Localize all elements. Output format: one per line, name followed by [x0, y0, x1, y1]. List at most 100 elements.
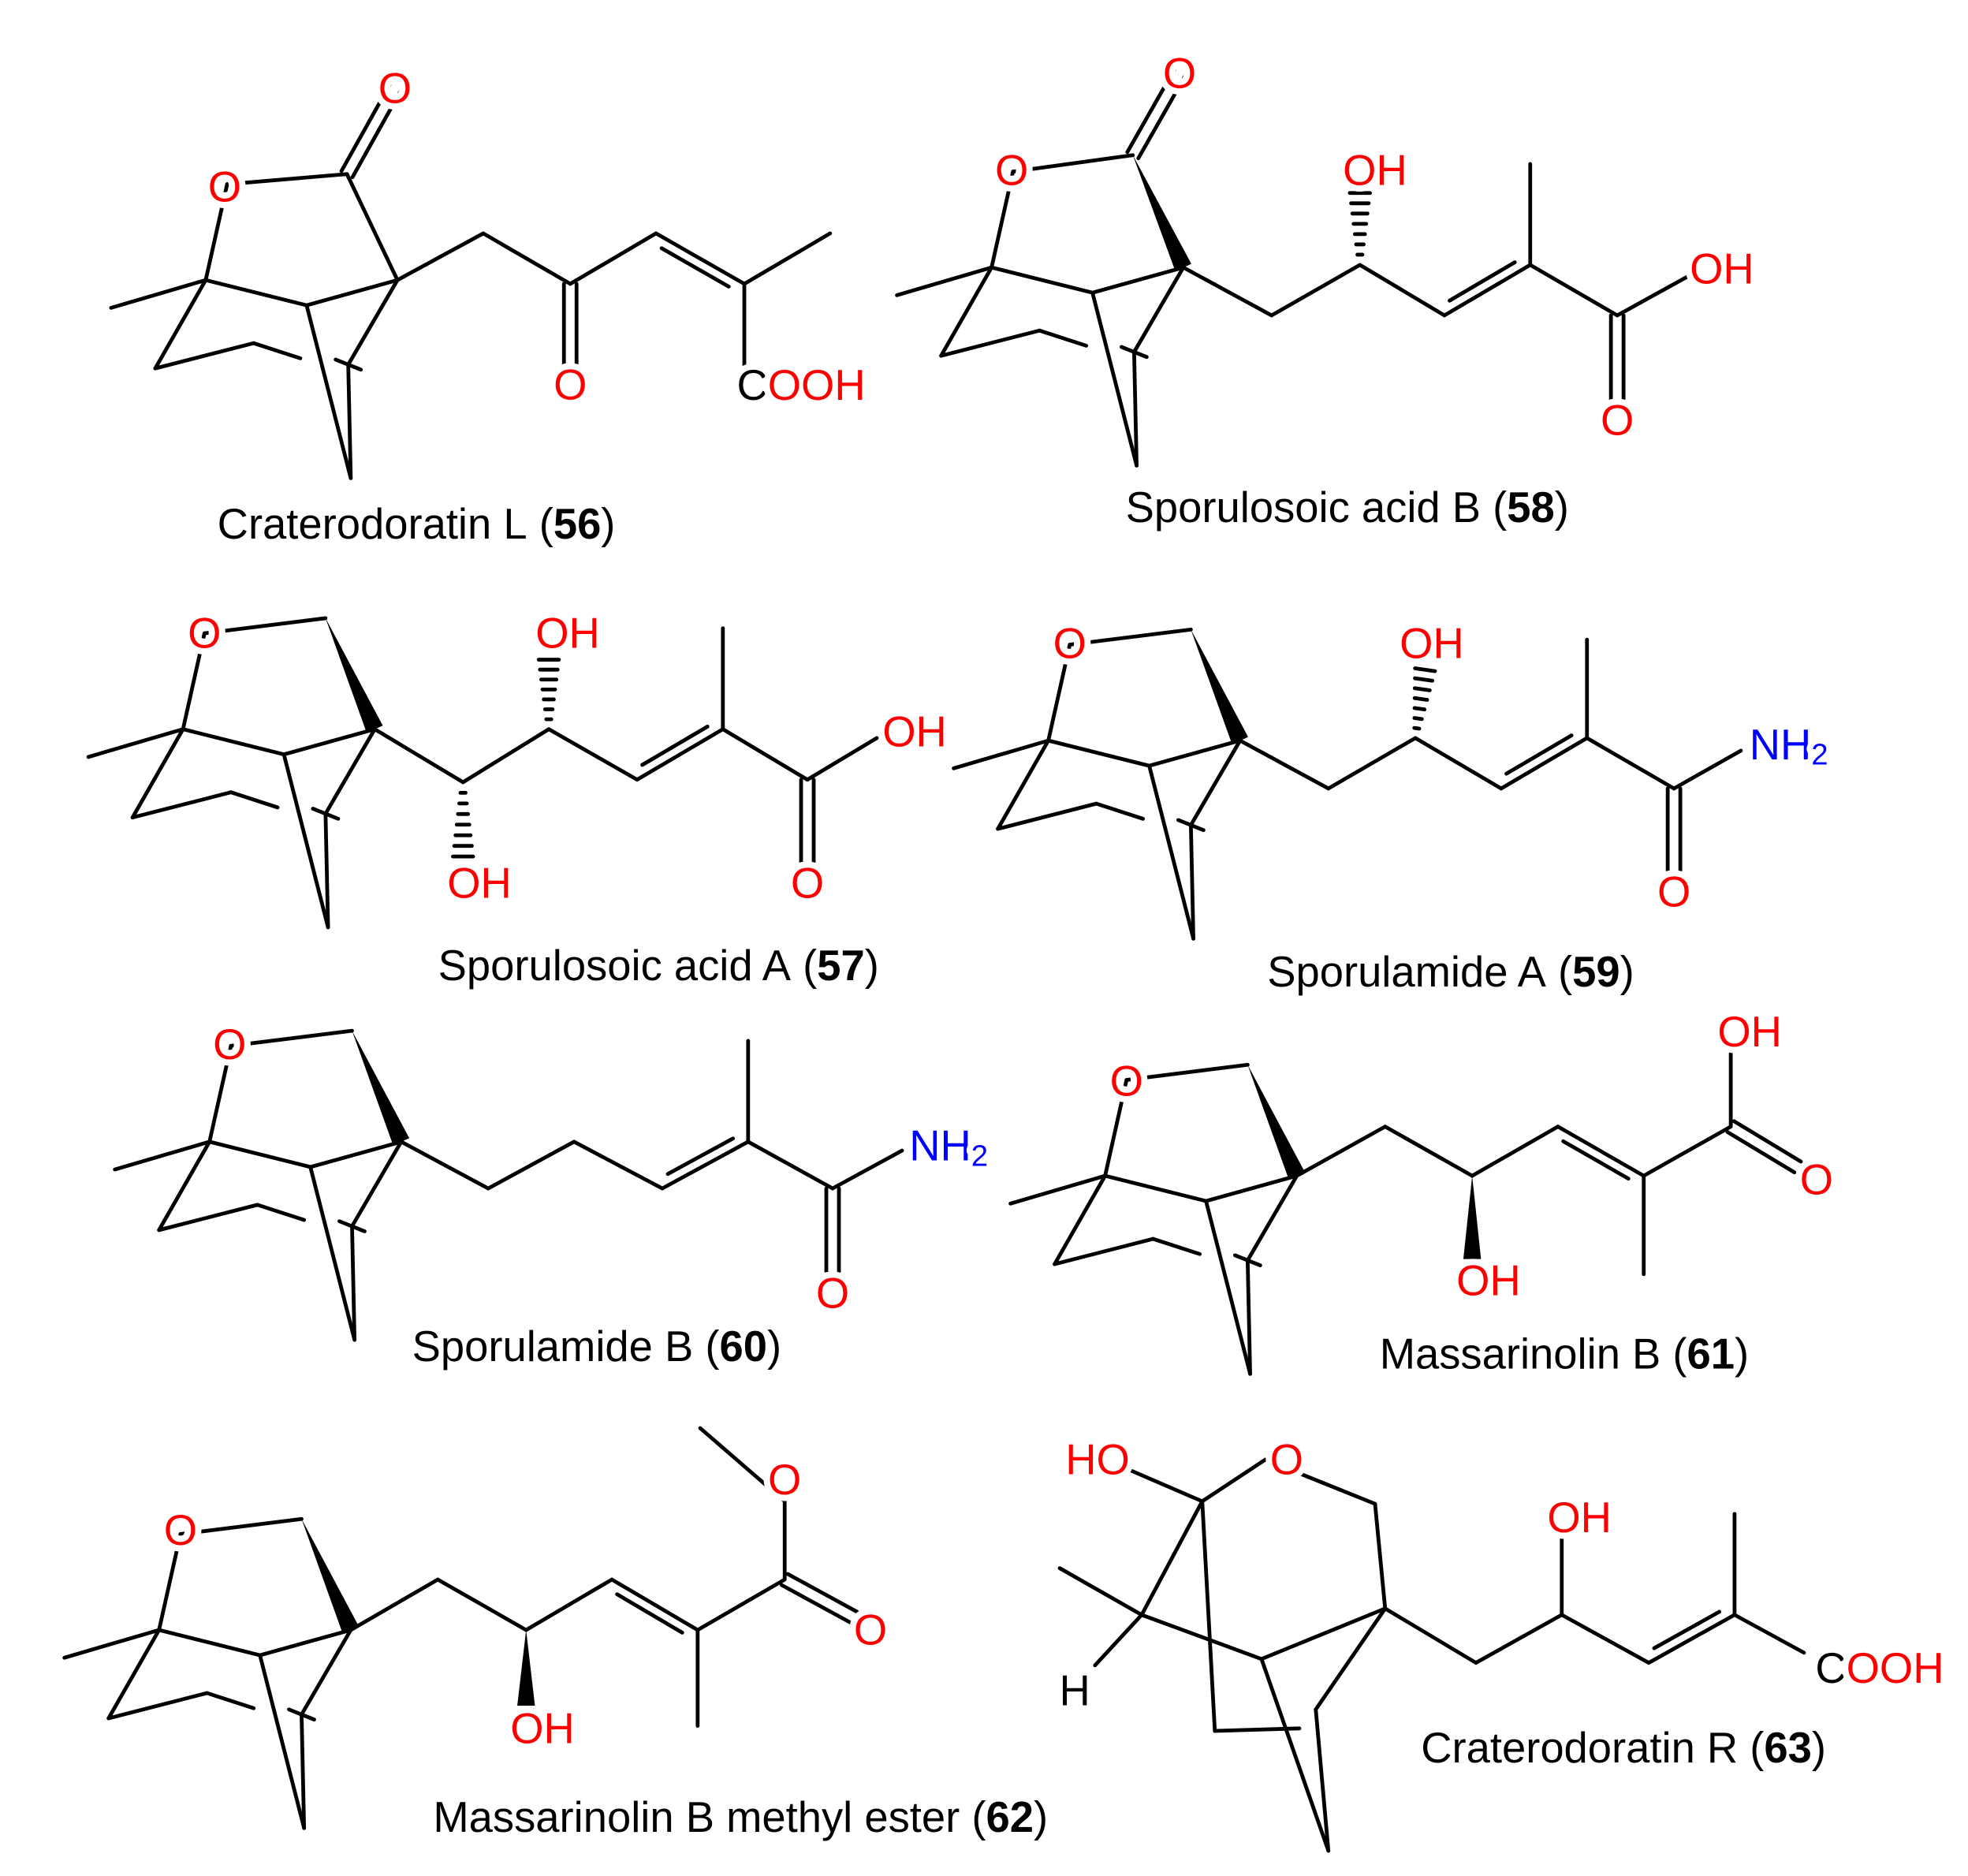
single-bond: [546, 727, 639, 782]
single-bond: [106, 1691, 209, 1721]
single-bond: [300, 1712, 307, 1830]
double-bond: [1125, 68, 1176, 155]
single-bond: [1200, 1457, 1268, 1504]
compound-label: Massarinolin B methyl ester (62): [433, 1792, 1048, 1841]
atom-o: O: [995, 146, 1028, 194]
single-bond: [1008, 1173, 1107, 1206]
single-bond: [939, 328, 1042, 358]
single-bond: [990, 170, 1016, 270]
single-bond: [654, 231, 747, 286]
single-bond: [207, 1043, 233, 1144]
single-bond: [323, 811, 330, 930]
single-bond: [996, 801, 1098, 831]
single-bond: [1560, 1613, 1651, 1665]
compound-label: Sporulamide B (60): [412, 1322, 781, 1371]
wedge-bond: [301, 1519, 360, 1634]
single-bond: [1642, 1124, 1733, 1178]
single-bond: [1139, 1499, 1205, 1617]
single-bond: [895, 265, 993, 297]
single-bond: [721, 727, 810, 782]
single-bond: [1646, 1613, 1737, 1665]
single-bond: [252, 341, 303, 360]
atom-o: O: [1110, 1057, 1143, 1106]
compound-names: Craterodoratin L (56) Sporulosoic acid B…: [218, 483, 1826, 1841]
single-bond: [281, 752, 330, 930]
single-bond: [1615, 273, 1693, 318]
single-bond: [990, 265, 1094, 295]
single-bond: [1732, 1613, 1806, 1655]
single-bond: [660, 1139, 751, 1191]
atom-nh2: NH2: [909, 1121, 988, 1173]
single-bond: [395, 231, 486, 282]
atom-o: O: [1800, 1155, 1833, 1203]
wedge-bond: [517, 1630, 535, 1706]
double-bond: [665, 1136, 736, 1177]
atom-o: O: [164, 1506, 197, 1554]
single-bond: [1204, 1199, 1252, 1376]
bonds-layer: [62, 68, 1806, 1853]
double-bond: [1561, 1139, 1631, 1181]
single-bond: [1053, 1236, 1155, 1266]
atom-o: O: [791, 859, 824, 907]
wedge-bond: [325, 617, 383, 733]
single-bond: [106, 1628, 162, 1721]
single-bond: [486, 1139, 576, 1191]
single-bond: [1499, 736, 1590, 791]
atom-o: O: [854, 1606, 887, 1654]
single-bond: [350, 1224, 357, 1342]
single-bond: [1150, 1236, 1202, 1256]
single-bond: [225, 172, 349, 186]
single-bond: [460, 727, 551, 785]
single-bond: [1200, 1499, 1217, 1733]
single-bond: [1090, 265, 1186, 295]
single-bond: [130, 727, 185, 820]
single-bond: [1037, 328, 1088, 348]
single-bond: [1188, 738, 1243, 827]
single-bond: [1232, 1253, 1262, 1268]
single-bond: [1103, 1173, 1208, 1203]
single-bond: [1326, 736, 1418, 791]
single-bond: [1068, 627, 1193, 647]
single-bond: [311, 807, 341, 821]
double-bond: [339, 83, 392, 173]
single-bond: [635, 727, 725, 782]
double-bond: [1136, 74, 1187, 161]
atom-oh: OH: [447, 859, 512, 907]
hashed-bond: [1412, 706, 1427, 712]
single-bond: [1204, 1173, 1299, 1203]
atom-oh: OH: [535, 610, 600, 658]
single-bond: [113, 1139, 212, 1172]
single-bond: [181, 631, 207, 732]
single-bond: [1585, 736, 1676, 791]
single-bond: [1269, 263, 1362, 318]
single-bond: [1238, 738, 1331, 791]
single-bond: [229, 790, 280, 810]
hashed-bond: [1413, 676, 1435, 683]
atom-labels: O O O COOH O O OH OH O O OH OH OH O O OH…: [158, 43, 1951, 1759]
atom-cooh: COOH: [736, 360, 865, 408]
single-bond: [153, 278, 208, 371]
single-bond: [207, 1139, 313, 1169]
wedge-bond: [1463, 1176, 1482, 1259]
double-bond: [1448, 260, 1517, 303]
single-bond: [258, 1653, 307, 1830]
double-bond: [1504, 733, 1574, 776]
single-bond: [1094, 801, 1145, 821]
single-bond: [345, 172, 400, 282]
single-bond: [346, 362, 353, 480]
single-bond: [1373, 1501, 1388, 1611]
hashed-bond: [1412, 716, 1424, 722]
single-bond: [157, 1139, 212, 1233]
single-bond: [1139, 1613, 1264, 1662]
single-bond: [229, 1028, 354, 1048]
atom-ho: HO: [1065, 1436, 1130, 1484]
single-bond: [830, 1148, 904, 1191]
single-bond: [109, 278, 208, 310]
single-bond: [372, 727, 465, 785]
single-bond: [304, 278, 400, 308]
single-bond: [746, 1139, 835, 1191]
single-bond: [350, 1139, 404, 1229]
single-bond: [1556, 1124, 1646, 1178]
single-bond: [952, 738, 1050, 770]
atom-o: O: [208, 162, 241, 211]
